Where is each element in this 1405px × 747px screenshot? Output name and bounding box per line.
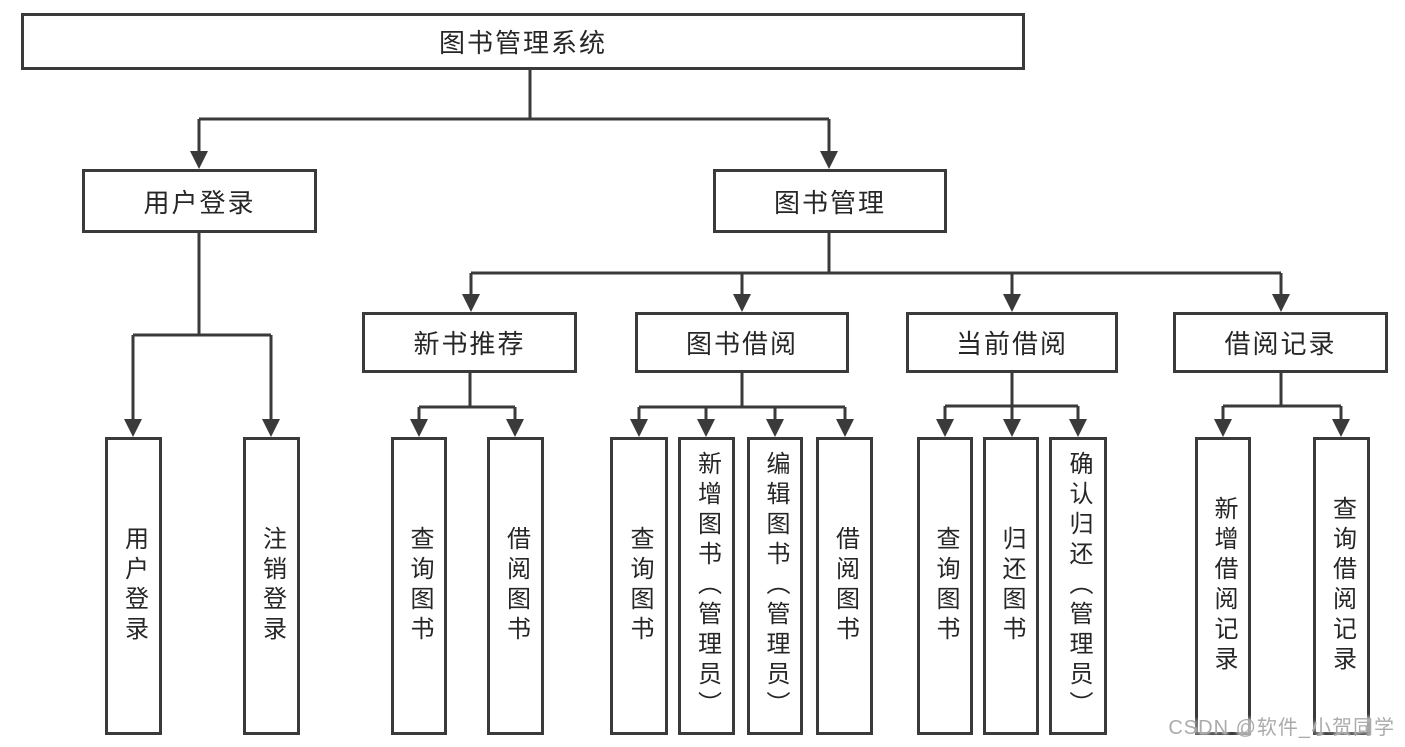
node-current-borrowing: 当前借阅 (906, 312, 1118, 373)
leaf-borrowing-borrow-books: 借阅图书 (816, 437, 873, 735)
edge-records-to-leaves (1221, 373, 1343, 421)
leaf-records-query-record: 查询借阅记录 (1313, 437, 1370, 735)
leaf-borrowing-query-books: 查询图书 (610, 437, 668, 735)
leaf-current-query-books: 查询图书 (917, 437, 973, 735)
edge-newbook-to-leaves (417, 373, 517, 421)
node-user-login: 用户登录 (82, 169, 317, 233)
node-borrowing-records: 借阅记录 (1173, 312, 1388, 373)
edge-userlogin-to-leaves (131, 233, 273, 421)
node-book-borrowing: 图书借阅 (635, 312, 849, 373)
leaf-current-return-books: 归还图书 (983, 437, 1039, 735)
edge-bookborrow-to-leaves (637, 373, 847, 421)
leaf-records-add-record: 新增借阅记录 (1195, 437, 1251, 735)
leaf-logout-login: 注销登录 (243, 437, 300, 735)
leaf-current-confirm-return-admin: 确认归还（管理员） (1049, 437, 1107, 735)
csdn-watermark: CSDN @软件_小贺同学 (1168, 717, 1395, 739)
edge-bookmgmt-to-level2 (469, 233, 1283, 296)
leaf-newbook-query-books: 查询图书 (391, 437, 447, 735)
edge-root-to-level1 (197, 69, 831, 153)
leaf-user-login: 用户登录 (105, 437, 162, 735)
leaf-borrowing-edit-books-admin: 编辑图书（管理员） (747, 437, 803, 735)
node-new-book-recommend: 新书推荐 (362, 312, 577, 373)
leaf-newbook-borrow-books: 借阅图书 (487, 437, 544, 735)
leaf-borrowing-add-books-admin: 新增图书（管理员） (678, 437, 735, 735)
edge-currentborrow-to-leaves (943, 373, 1080, 421)
node-book-management: 图书管理 (713, 169, 947, 233)
root-box-system: 图书管理系统 (21, 13, 1025, 70)
